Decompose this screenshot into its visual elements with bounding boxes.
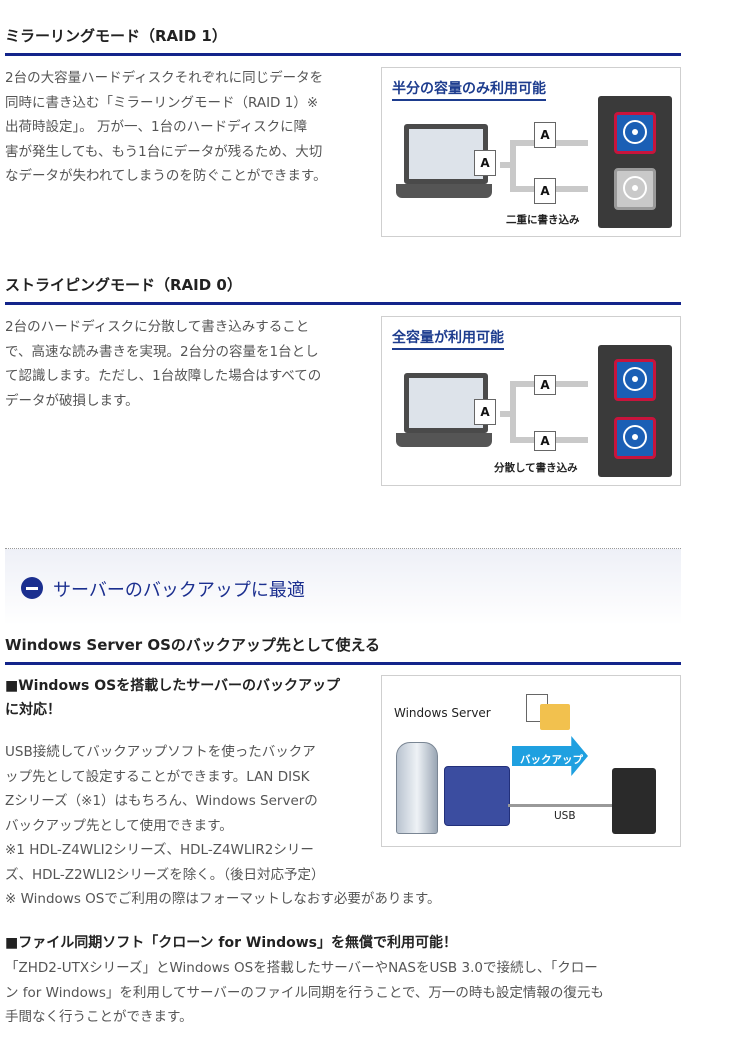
torn-document-icon: A xyxy=(534,431,556,451)
raid1-heading: ミラーリングモード（RAID 1） xyxy=(5,25,681,56)
raid0-desc-line: て認識します。ただし、1台故障した場合はすべての xyxy=(5,368,322,384)
backup-description: USB接続してバックアップソフトを使ったバックア ップ先として設定することができ… xyxy=(5,740,380,887)
raid1-desc-line: 出荷時設定」。 万が一、1台のハードディスクに障 xyxy=(5,119,308,135)
sync-subhead: ■ファイル同期ソフト「クローン for Windows」を無償で利用可能！ xyxy=(5,935,458,951)
section-band: サーバーのバックアップに最適 xyxy=(5,548,681,625)
backup-arrow-label: バックアップ xyxy=(520,754,583,766)
hdd-icon xyxy=(614,168,656,210)
collapse-minus-icon[interactable] xyxy=(21,577,43,599)
usb-cable xyxy=(508,804,614,807)
raid0-desc-line: 2台のハードディスクに分散して書き込みすること xyxy=(5,319,310,335)
sync-desc-line: ン for Windows」を利用してサーバーのファイル同期を行うことで、万一の… xyxy=(5,984,604,1001)
nas-server-icon xyxy=(444,766,510,826)
raid1-desc-line: なデータが失われてしまうのを防ぐことができます。 xyxy=(5,168,327,184)
document-icon: A xyxy=(474,150,496,176)
backup-figure: Windows Server バックアップ USB xyxy=(381,675,681,847)
raid1-desc-line: 同時に書き込む「ミラーリングモード（RAID 1）※ xyxy=(5,94,319,111)
document-icon: A xyxy=(534,122,556,148)
backup-desc-line: USB接続してバックアップソフトを使ったバックア xyxy=(5,744,316,760)
raid0-figure: 全容量が利用可能 A A A 分散して書き込み xyxy=(381,316,681,486)
raid1-desc-line: 害が発生しても、もう1台にデータが残るため、大切 xyxy=(5,143,323,160)
backup-desc-line: ※1 HDL-Z4WLI2シリーズ、HDL-Z4WLIR2シリー xyxy=(5,842,314,858)
backup-subhead: ■Windows OSを搭載したサーバーのバックアップ に対応！ xyxy=(5,674,375,722)
branch-arrow xyxy=(500,411,512,417)
document-icon: A xyxy=(534,178,556,204)
backup-desc-line: ップ先として設定することができます。LAN DISK xyxy=(5,768,310,785)
backup-heading: Windows Server OSのバックアップ先として使える xyxy=(5,634,681,665)
backup-subhead-line: に対応！ xyxy=(5,702,61,718)
server-label: Windows Server xyxy=(394,706,491,720)
raid0-heading: ストライピングモード（RAID 0） xyxy=(5,274,681,305)
hdd-icon xyxy=(614,417,656,459)
raid0-figure-title: 全容量が利用可能 xyxy=(392,327,504,350)
section-title[interactable]: サーバーのバックアップに最適 xyxy=(53,580,305,601)
file-folder-icon xyxy=(526,694,572,734)
sync-desc-line: 「ZHD2-UTXシリーズ」とWindows OSを搭載したサーバーやNASをU… xyxy=(5,960,598,976)
backup-subhead-line: ■Windows OSを搭載したサーバーのバックアップ xyxy=(5,678,341,694)
raid0-figure-label: 分散して書き込み xyxy=(494,462,578,474)
raid1-desc-line: 2台の大容量ハードディスクそれぞれに同じデータを xyxy=(5,70,324,86)
raid0-desc-line: データが破損します。 xyxy=(5,392,139,409)
raid1-figure-title: 半分の容量のみ利用可能 xyxy=(392,78,546,101)
backup-desc-line: ズ、HDL-Z2WLI2シリーズを除く。（後日対応予定） xyxy=(5,866,325,883)
torn-document-icon: A xyxy=(534,375,556,395)
sync-desc-line: 手間なく行うことができます。 xyxy=(5,1009,193,1025)
branch-arrow xyxy=(500,162,512,168)
raid0-desc-line: で、高速な読み書きを実現。2台分の容量を1台とし xyxy=(5,343,319,360)
backup-note: ※ Windows OSでご利用の際はフォーマットしなおす必要があります。 xyxy=(5,891,441,907)
hdd-icon xyxy=(614,112,656,154)
backup-desc-line: バックアップ先として使用できます。 xyxy=(5,817,233,834)
backup-desc-line: Zシリーズ（※1）はもちろん、Windows Serverの xyxy=(5,793,318,809)
usb-label: USB xyxy=(554,810,576,822)
raid1-figure: 半分の容量のみ利用可能 A A A 二重に書き込み xyxy=(381,67,681,237)
raid1-figure-label: 二重に書き込み xyxy=(506,214,580,226)
raid1-description: 2台の大容量ハードディスクそれぞれに同じデータを 同時に書き込む「ミラーリングモ… xyxy=(5,66,375,189)
hdd-icon xyxy=(614,359,656,401)
sync-description: 「ZHD2-UTXシリーズ」とWindows OSを搭載したサーバーやNASをU… xyxy=(5,956,725,1030)
server-tower-icon xyxy=(396,742,438,834)
raid0-description: 2台のハードディスクに分散して書き込みすること で、高速な読み書きを実現。2台分… xyxy=(5,315,375,413)
external-hdd-icon xyxy=(612,768,656,834)
document-icon: A xyxy=(474,399,496,425)
